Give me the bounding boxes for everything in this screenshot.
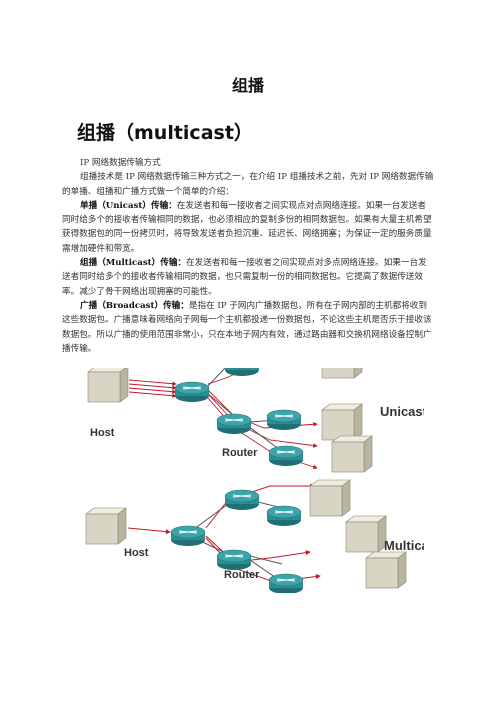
section-title: 组播（multicast） bbox=[77, 122, 253, 144]
receiver-server-icon bbox=[321, 403, 363, 441]
receiver-server-icon bbox=[321, 368, 363, 379]
unicast-multicast-diagram: Host Router Unicast Host Router Multicas… bbox=[85, 368, 424, 593]
intro-heading: IP 网络数据传输方式 bbox=[80, 158, 161, 168]
host-server-icon bbox=[85, 507, 127, 545]
router-icon bbox=[170, 525, 206, 547]
router-label: Router bbox=[222, 447, 258, 459]
unicast-section: Host Router Unicast bbox=[87, 368, 424, 473]
receiver-server-icon bbox=[309, 479, 351, 517]
router-icon bbox=[216, 549, 252, 571]
multicast-text: 在发送者和每一接收者之间实现点对多点网络连接。如果一台发送者同时给多个的接收者传… bbox=[62, 258, 427, 297]
receiver-server-icon bbox=[331, 435, 373, 473]
unicast-text: 在发送者和每一接收者之间实现点对点网络连接。如果一台发送者同时给多个的接收者传输… bbox=[62, 200, 432, 254]
unicast-label: Unicast bbox=[380, 404, 424, 419]
router-icon bbox=[266, 409, 302, 431]
broadcast-term: 广播（Broadcast）传输： bbox=[80, 300, 189, 311]
unicast-term: 单播（Unicast）传输： bbox=[80, 200, 177, 211]
router-icon bbox=[174, 381, 210, 403]
router-icon bbox=[266, 505, 302, 527]
page-title: 组播 bbox=[231, 76, 264, 95]
broadcast-paragraph: 广播（Broadcast）传输：是指在 IP 子网内广播数据包，所有在子网内部的… bbox=[62, 299, 434, 356]
router-icon bbox=[268, 573, 304, 593]
router-icon bbox=[216, 413, 252, 435]
receiver-server-icon bbox=[345, 515, 387, 553]
router-icon bbox=[224, 489, 260, 511]
receiver-server-icon bbox=[365, 551, 407, 589]
router-icon bbox=[268, 445, 304, 467]
host-server-icon bbox=[87, 368, 129, 403]
multicast-section: Host Router Multicast bbox=[85, 479, 424, 593]
multicast-paragraph: 组播（Multicast）传输：在发送者和每一接收者之间实现点对多点网络连接。如… bbox=[62, 256, 434, 299]
unicast-paragraph: 单播（Unicast）传输：在发送者和每一接收者之间实现点对点网络连接。如果一台… bbox=[62, 199, 434, 256]
router-label: Router bbox=[224, 569, 260, 581]
router-icon bbox=[224, 368, 260, 377]
multicast-term: 组播（Multicast）传输： bbox=[80, 258, 187, 269]
host-label: Host bbox=[124, 547, 149, 559]
broadcast-text: 是指在 IP 子网内广播数据包，所有在子网内部的主机都将收到这些数据包。广播意味… bbox=[62, 300, 432, 354]
multicast-label: Multicast bbox=[384, 538, 424, 553]
host-label: Host bbox=[90, 427, 115, 439]
intro-paragraph: 组播技术是 IP 网络数据传输三种方式之一，在介绍 IP 组播技术之前，先对 I… bbox=[62, 172, 434, 197]
document-body: IP 网络数据传输方式 组播技术是 IP 网络数据传输三种方式之一，在介绍 IP… bbox=[62, 156, 434, 356]
